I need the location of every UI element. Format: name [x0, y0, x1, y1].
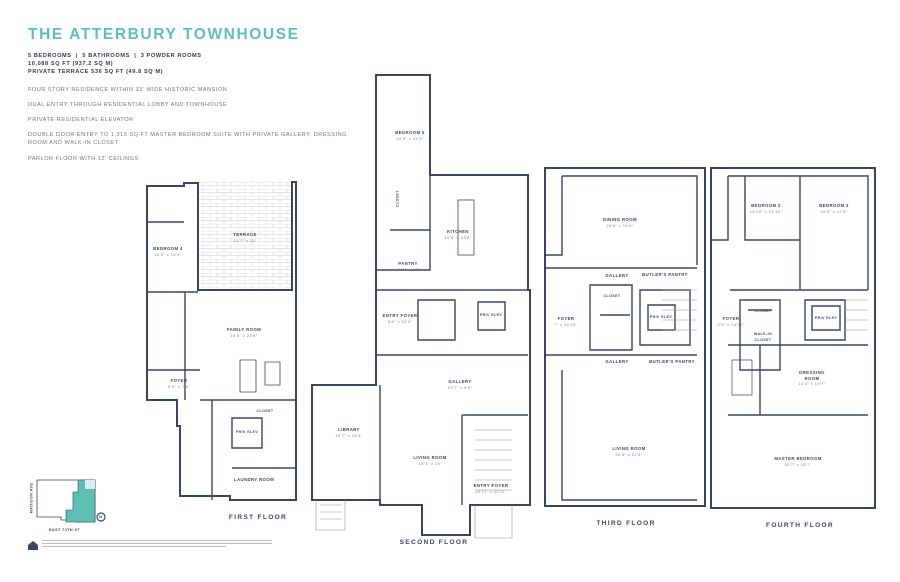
room-priv-elev: PRIV ELEV: [814, 316, 838, 320]
third-floor-plan: [544, 167, 706, 507]
room-priv-elev: PRIV ELEV: [649, 315, 673, 319]
north-arrow-icon: N: [99, 514, 103, 519]
page-title: THE ATTERBURY TOWNHOUSE: [28, 26, 300, 43]
room-closet: CLOSET: [395, 190, 400, 208]
second-floor-plan: [311, 74, 531, 539]
label-east-74th-st: EAST 74TH ST: [49, 528, 81, 532]
feature-4: DOUBLE DOOR ENTRY TO 1,315 SQ FT MASTER …: [28, 132, 347, 146]
room-laundry: LAUNDRY ROOM: [233, 477, 275, 482]
room-gallery: GALLERY: [605, 273, 629, 278]
room-butlers-pantry: BUTLER'S PANTRY: [642, 272, 688, 277]
floor-label-fourth: FOURTH FLOOR: [766, 522, 834, 529]
room-closet: CLOSET: [603, 294, 621, 298]
room-priv-elev: PRIV ELEV: [479, 313, 503, 317]
legal-disclaimer: [42, 540, 272, 549]
summary-stats: 5 BEDROOMS | 5 BATHROOMS | 3 POWDER ROOM…: [28, 52, 202, 76]
stat-area: 10,088 SQ FT (937.2 SQ M): [28, 61, 114, 67]
label-madison-ave: MADISON AVE: [29, 482, 34, 514]
room-closet: CLOSET: [754, 309, 772, 313]
room-priv-elev: PRIV ELEV: [235, 430, 259, 434]
fourth-floor-plan: [710, 167, 876, 509]
room-butlers-pantry-2: BUTLER'S PANTRY: [649, 359, 695, 364]
key-map: [36, 479, 106, 523]
floor-label-first: FIRST FLOOR: [228, 514, 288, 521]
feature-5: PARLOR FLOOR WITH 12' CEILINGS: [28, 156, 139, 162]
feature-1: FOUR STORY RESIDENCE WITHIN 33' WIDE HIS…: [28, 87, 228, 93]
stat-terrace: PRIVATE TERRACE 536 SQ FT (49.8 SQ M): [28, 69, 164, 75]
floor-label-third: THIRD FLOOR: [596, 520, 656, 527]
first-floor-plan: [146, 180, 297, 501]
stat-rooms: 5 BEDROOMS | 5 BATHROOMS | 3 POWDER ROOM…: [28, 53, 202, 59]
equal-housing-icon: [28, 541, 38, 550]
room-walk-in-closet: WALK-IN CLOSET: [753, 332, 773, 342]
feature-3: PRIVATE RESIDENTIAL ELEVATOR: [28, 117, 134, 123]
feature-2: DUAL ENTRY THROUGH RESIDENTIAL LOBBY AND…: [28, 102, 228, 108]
floor-label-second: SECOND FLOOR: [399, 539, 469, 546]
room-closet: CLOSET: [256, 409, 274, 413]
room-gallery-2: GALLERY: [605, 359, 629, 364]
